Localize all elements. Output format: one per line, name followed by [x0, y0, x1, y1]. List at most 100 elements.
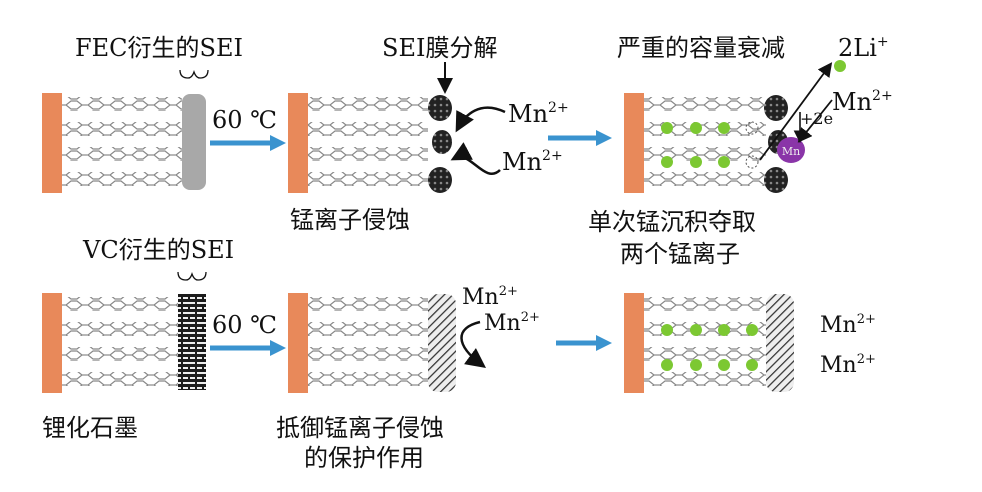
li-ion [718, 156, 730, 168]
electrode-bar [42, 93, 62, 193]
mn-deflect-arrow [460, 320, 487, 368]
graphite-layer [644, 97, 766, 111]
vc-protective-layer [766, 294, 794, 392]
graphite-layer [62, 372, 182, 386]
graphite-layer [644, 347, 766, 361]
electrode-bar [624, 293, 644, 393]
mn-deposit-ball [777, 137, 805, 163]
li-ion [690, 156, 702, 168]
mn-ion-label: Mn2+ [484, 310, 540, 336]
graphite-layer [644, 147, 766, 161]
panel-bottom-protection: Mn2+ Mn2+ 抵御锰离子侵蚀 的保护作用 [276, 284, 540, 472]
two-li-label: 2Li+ [838, 34, 889, 62]
vc-sei-label: VC衍生的SEI [82, 236, 234, 264]
electrode-bar [624, 93, 644, 193]
brace [179, 69, 209, 79]
protection-label-1: 抵御锰离子侵蚀 [276, 414, 444, 442]
graphite-layer [308, 347, 428, 361]
li-ion [661, 359, 673, 371]
graphite-layer [62, 97, 182, 111]
graphite-layer [62, 147, 182, 161]
panel-top-fade: Mn +2e 严重的容量衰减 2Li+ Mn2+ 单次锰沉积夺取 两个锰离子 [588, 34, 893, 268]
graphite-layer [308, 97, 428, 111]
graphite-layer [308, 372, 428, 386]
li-vacancy [745, 121, 759, 135]
panel-top-fec: FEC衍生的SEI [42, 34, 243, 193]
fec-sei-layer [182, 94, 206, 190]
li-ion [661, 122, 673, 134]
panel-bottom-vc: VC衍生的SEI 锂化石墨 [42, 236, 234, 442]
mn-ion-label: Mn2+ [820, 312, 876, 338]
blue-arrow-head [270, 135, 286, 151]
mn-ball-label: Mn [782, 145, 800, 158]
graphite-layer [308, 147, 428, 161]
temp-label-bottom: 60 ℃ [212, 311, 277, 339]
panel-bottom-stable: Mn2+ Mn2+ [624, 293, 876, 393]
graphite-layer [644, 172, 766, 186]
blue-arrow-head [270, 340, 286, 356]
mn-ion-label: Mn2+ [462, 284, 518, 310]
graphite-layer [644, 322, 766, 336]
mn-ion-label: Mn2+ [820, 352, 876, 378]
single-deposit-label-1: 单次锰沉积夺取 [588, 208, 756, 236]
blue-arrow-head [596, 130, 612, 146]
graphite-layer [62, 122, 182, 136]
mn-ion-label: Mn2+ [508, 100, 569, 128]
graphite-layer [644, 122, 766, 136]
brace [177, 271, 207, 281]
graphite-layer [62, 347, 182, 361]
li-ion [718, 122, 730, 134]
panel-top-corrosion: SEI膜分解 Mn2+ Mn2+ 锰离子侵蚀 [288, 34, 569, 234]
li-ion [690, 122, 702, 134]
vc-protective-layer [428, 294, 456, 392]
sei-decompose-label: SEI膜分解 [382, 34, 497, 62]
blue-arrow-head [596, 335, 612, 351]
graphite-layer [308, 297, 428, 311]
electron-label: +2e [800, 109, 833, 128]
li-ion [746, 324, 758, 336]
sei-fragment [432, 130, 452, 154]
li-ion [661, 324, 673, 336]
sei-fragment [764, 167, 788, 193]
graphite-layer [62, 297, 182, 311]
graphite-layer [62, 322, 182, 336]
mn-attack-arrow [450, 142, 501, 175]
vc-sei-layer [178, 294, 206, 390]
sei-fragment [764, 95, 788, 121]
temp-label-top: 60 ℃ [212, 106, 277, 134]
single-deposit-label-2: 两个锰离子 [620, 240, 740, 268]
sei-fragment [428, 167, 452, 193]
graphite-layer [644, 297, 766, 311]
arrow-bottom-1: 60 ℃ [210, 311, 286, 356]
li-ion [834, 60, 846, 72]
li-ion [746, 359, 758, 371]
li-ion [661, 156, 673, 168]
electrode-bar [288, 293, 308, 393]
li-ion [718, 324, 730, 336]
capacity-fade-label: 严重的容量衰减 [617, 34, 785, 62]
graphite-layer [62, 172, 182, 186]
li-release-arrow [759, 62, 833, 161]
fec-sei-label: FEC衍生的SEI [75, 34, 243, 62]
arrow-bottom-2 [556, 335, 612, 351]
electrode-bar [288, 93, 308, 193]
li-ion [690, 324, 702, 336]
graphite-layer [308, 122, 428, 136]
arrow-top-2 [548, 130, 612, 146]
graphite-layer [308, 322, 428, 336]
lithiated-graphite-label: 锂化石墨 [42, 414, 138, 442]
protection-label-2: 的保护作用 [304, 444, 424, 472]
arrow-top-1: 60 ℃ [210, 106, 286, 151]
mn-corrosion-label: 锰离子侵蚀 [290, 206, 410, 234]
electrode-bar [42, 293, 62, 393]
li-vacancy [745, 155, 759, 169]
sei-fragment [428, 95, 452, 121]
graphite-layer [644, 372, 766, 386]
li-ion [690, 359, 702, 371]
graphite-layer [308, 172, 428, 186]
mn-ion-label: Mn2+ [832, 88, 893, 116]
mn-ion-label: Mn2+ [502, 148, 563, 176]
mn-attack-arrow [455, 106, 506, 133]
li-ion [718, 359, 730, 371]
